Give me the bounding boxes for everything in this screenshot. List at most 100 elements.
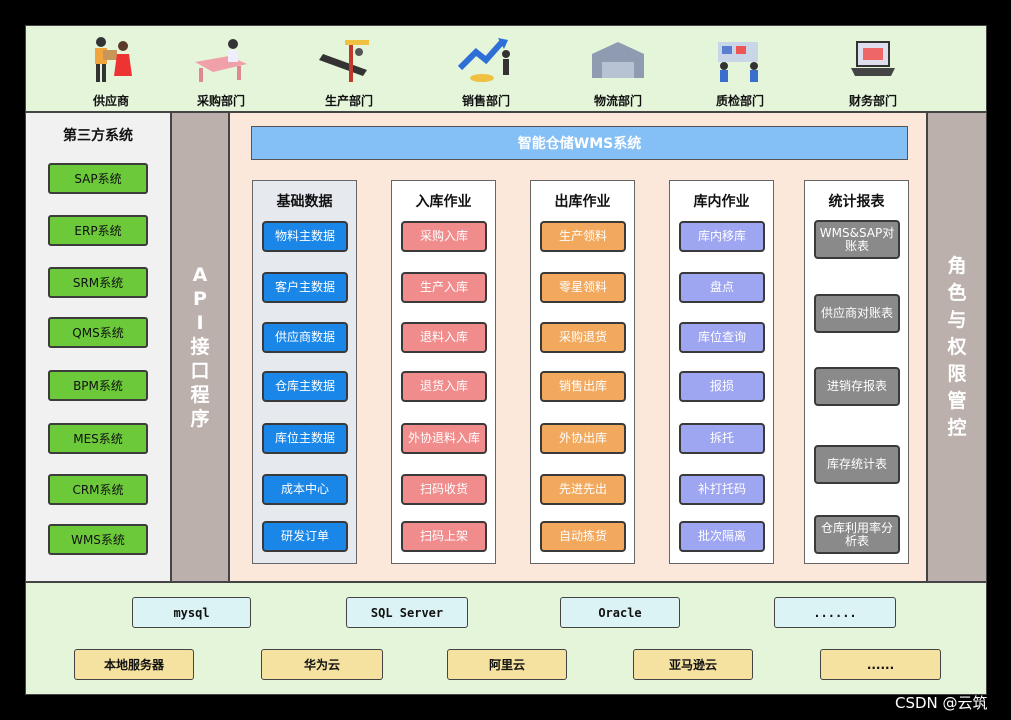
db-mysql[interactable]: mysql xyxy=(132,597,251,628)
reports-item[interactable]: 供应商对账表 xyxy=(814,294,900,333)
basic-data-item[interactable]: 成本中心 xyxy=(262,474,348,505)
server-aliyun[interactable]: 阿里云 xyxy=(447,649,567,680)
inbound-item[interactable]: 扫码上架 xyxy=(401,521,487,552)
system-sap[interactable]: SAP系统 xyxy=(48,163,148,194)
dept-label: 采购部门 xyxy=(196,94,245,108)
role-permission-bar: 角 色 与 权 限 管 控 xyxy=(927,112,987,582)
dept-production: 生产部门 xyxy=(304,34,394,109)
api-char: 接 xyxy=(190,336,210,358)
system-mes[interactable]: MES系统 xyxy=(48,423,148,454)
role-char: 角 xyxy=(947,254,967,277)
outbound-item[interactable]: 先进先出 xyxy=(540,474,626,505)
basic-data-item[interactable]: 物料主数据 xyxy=(262,221,348,252)
column-title: 入库作业 xyxy=(415,194,472,210)
internal-item[interactable]: 补打托码 xyxy=(679,474,765,505)
system-srm[interactable]: SRM系统 xyxy=(48,267,148,298)
system-bpm[interactable]: BPM系统 xyxy=(48,370,148,401)
sales-chart-icon xyxy=(457,38,510,82)
inbound-item[interactable]: 采购入库 xyxy=(401,221,487,252)
outbound-item[interactable]: 外协出库 xyxy=(540,423,626,454)
finance-laptop-icon xyxy=(851,41,895,76)
internal-item[interactable]: 库内移库 xyxy=(679,221,765,252)
infrastructure-panel: mysql SQL Server Oracle ...... 本地服务器 华为云… xyxy=(25,582,987,695)
dept-label: 供应商 xyxy=(92,94,129,108)
role-char: 权 xyxy=(947,335,967,358)
api-char: 口 xyxy=(190,360,210,382)
column-outbound: 出库作业生产领料零星领料采购退货销售出库外协出库先进先出自动拣货 xyxy=(530,180,635,564)
wms-title: 智能仓储WMS系统 xyxy=(251,126,908,160)
supplier-icon xyxy=(95,37,132,82)
quality-check-icon xyxy=(718,42,758,82)
internal-item[interactable]: 拆托 xyxy=(679,423,765,454)
outbound-item[interactable]: 自动拣货 xyxy=(540,521,626,552)
column-reports: 统计报表 WMS&SAP对账表供应商对账表进销存报表库存统计表仓库利用率分析表 xyxy=(804,180,909,564)
column-title: 出库作业 xyxy=(554,194,611,210)
system-qms[interactable]: QMS系统 xyxy=(48,317,148,348)
role-char: 限 xyxy=(947,362,967,385)
internal-item[interactable]: 批次隔离 xyxy=(679,521,765,552)
dept-label: 物流部门 xyxy=(593,94,642,108)
departments-bar: 供应商 采购部门 生产部门 销售部门 物流部门 质检部门 财务部门 xyxy=(25,25,987,112)
basic-data-item[interactable]: 仓库主数据 xyxy=(262,371,348,402)
api-interface-bar: A P I 接 口 程 序 xyxy=(171,112,229,582)
system-wms[interactable]: WMS系统 xyxy=(48,524,148,555)
third-party-title: 第三方系统 xyxy=(63,128,133,144)
reports-item[interactable]: WMS&SAP对账表 xyxy=(814,220,900,259)
dept-logistics: 物流部门 xyxy=(573,34,663,109)
watermark: CSDN @云筑 xyxy=(895,694,988,712)
inbound-item[interactable]: 扫码收货 xyxy=(401,474,487,505)
basic-data-item[interactable]: 库位主数据 xyxy=(262,423,348,454)
reports-item[interactable]: 进销存报表 xyxy=(814,367,900,406)
dept-quality: 质检部门 xyxy=(695,34,785,109)
reports-item[interactable]: 仓库利用率分析表 xyxy=(814,515,900,554)
server-aws[interactable]: 亚马逊云 xyxy=(633,649,753,680)
production-icon xyxy=(319,40,369,82)
dept-label: 质检部门 xyxy=(715,94,764,108)
dept-finance: 财务部门 xyxy=(828,34,918,109)
inbound-item[interactable]: 生产入库 xyxy=(401,272,487,303)
dept-label: 销售部门 xyxy=(461,94,510,108)
system-erp[interactable]: ERP系统 xyxy=(48,215,148,246)
outbound-item[interactable]: 零星领料 xyxy=(540,272,626,303)
column-title: 统计报表 xyxy=(828,194,885,210)
role-char: 控 xyxy=(947,416,967,439)
wms-main-panel: 智能仓储WMS系统 基础数据物料主数据客户主数据供应商数据仓库主数据库位主数据成… xyxy=(229,112,927,582)
basic-data-item[interactable]: 研发订单 xyxy=(262,521,348,552)
api-char: P xyxy=(193,288,207,310)
inbound-item[interactable]: 退料入库 xyxy=(401,322,487,353)
api-char: I xyxy=(196,312,204,334)
outbound-item[interactable]: 销售出库 xyxy=(540,371,626,402)
inbound-item[interactable]: 退货入库 xyxy=(401,371,487,402)
dept-label: 生产部门 xyxy=(324,94,373,108)
column-inbound: 入库作业采购入库生产入库退料入库退货入库外协退料入库扫码收货扫码上架 xyxy=(391,180,496,564)
basic-data-item[interactable]: 客户主数据 xyxy=(262,272,348,303)
reports-item[interactable]: 库存统计表 xyxy=(814,445,900,484)
basic-data-item[interactable]: 供应商数据 xyxy=(262,322,348,353)
db-oracle[interactable]: Oracle xyxy=(560,597,680,628)
db-sqlserver[interactable]: SQL Server xyxy=(346,597,468,628)
role-char: 与 xyxy=(947,308,967,331)
dept-supplier: 供应商 xyxy=(66,34,156,109)
warehouse-icon xyxy=(592,42,644,78)
column-title: 基础数据 xyxy=(276,194,333,210)
dept-label: 财务部门 xyxy=(848,94,897,108)
db-more[interactable]: ...... xyxy=(774,597,896,628)
outbound-item[interactable]: 采购退货 xyxy=(540,322,626,353)
system-crm[interactable]: CRM系统 xyxy=(48,474,148,505)
inbound-item[interactable]: 外协退料入库 xyxy=(401,423,487,454)
role-char: 色 xyxy=(947,281,967,304)
server-more[interactable]: ...... xyxy=(820,649,941,680)
column-basic-data: 基础数据物料主数据客户主数据供应商数据仓库主数据库位主数据成本中心研发订单 xyxy=(252,180,357,564)
internal-item[interactable]: 报损 xyxy=(679,371,765,402)
internal-item[interactable]: 库位查询 xyxy=(679,322,765,353)
server-local[interactable]: 本地服务器 xyxy=(74,649,194,680)
dept-purchasing: 采购部门 xyxy=(176,34,266,109)
purchasing-icon xyxy=(195,39,247,82)
third-party-panel: 第三方系统 SAP系统 ERP系统 SRM系统 QMS系统 BPM系统 MES系… xyxy=(25,112,171,582)
outbound-item[interactable]: 生产领料 xyxy=(540,221,626,252)
api-char: 程 xyxy=(190,384,210,406)
dept-sales: 销售部门 xyxy=(441,34,531,109)
server-huawei[interactable]: 华为云 xyxy=(261,649,383,680)
column-internal: 库内作业库内移库盘点库位查询报损拆托补打托码批次隔离 xyxy=(669,180,774,564)
internal-item[interactable]: 盘点 xyxy=(679,272,765,303)
